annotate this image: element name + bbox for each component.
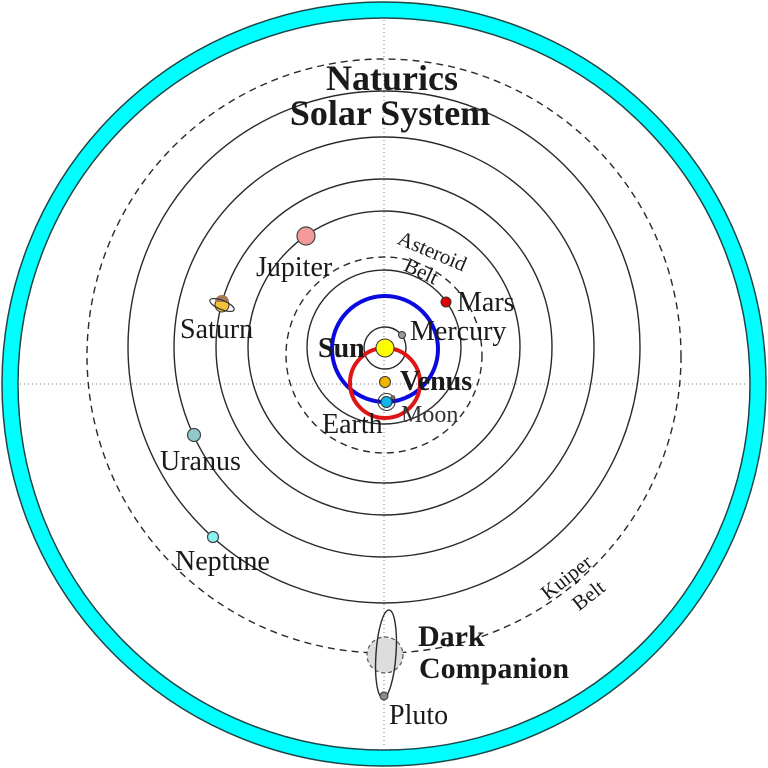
neptune-icon <box>206 530 220 544</box>
pluto-icon <box>379 691 389 701</box>
mars-orbit <box>306 269 462 425</box>
neptune-label: Neptune <box>175 546 270 577</box>
dark-companion-icon <box>366 636 404 674</box>
jupiter-orbit <box>247 210 521 484</box>
neptune-orbit <box>127 90 641 604</box>
uranus-label: Uranus <box>160 446 241 477</box>
moon-label: Moon <box>401 402 458 428</box>
venus-icon <box>379 376 391 388</box>
earth-label: Earth <box>322 409 383 440</box>
mercury-label: Mercury <box>410 316 506 347</box>
saturn-label: Saturn <box>180 314 253 345</box>
moon-orbit <box>377 393 396 411</box>
uranus-icon <box>186 427 202 443</box>
saturn-band <box>215 295 229 302</box>
sun-label: Sun <box>318 333 365 364</box>
outer-ring-inner-edge <box>17 17 751 751</box>
kuiper-belt-circle <box>86 58 682 654</box>
mars-icon <box>440 296 452 308</box>
venus-label: Venus <box>400 366 472 397</box>
mars-label: Mars <box>457 287 515 318</box>
sun-icon <box>375 338 395 358</box>
moon-icon <box>390 395 396 400</box>
dark-companion-label-line-2: Companion <box>419 652 569 685</box>
dark-companion-label-line-1: Dark <box>418 620 485 653</box>
jupiter-icon <box>296 226 316 246</box>
saturn-orbit <box>215 178 553 516</box>
uranus-orbit <box>173 136 595 558</box>
saturn-ring <box>209 297 235 313</box>
saturn-icon <box>209 295 235 313</box>
asteroid-belt-circle <box>285 256 483 454</box>
earth-icon <box>380 396 393 408</box>
title-line-2: Solar System <box>290 93 490 133</box>
jupiter-label: Jupiter <box>256 252 333 283</box>
pluto-label: Pluto <box>389 700 448 731</box>
mercury-icon <box>398 331 406 339</box>
mercury-orbit <box>363 326 407 370</box>
title-line-1: Naturics <box>326 58 458 98</box>
